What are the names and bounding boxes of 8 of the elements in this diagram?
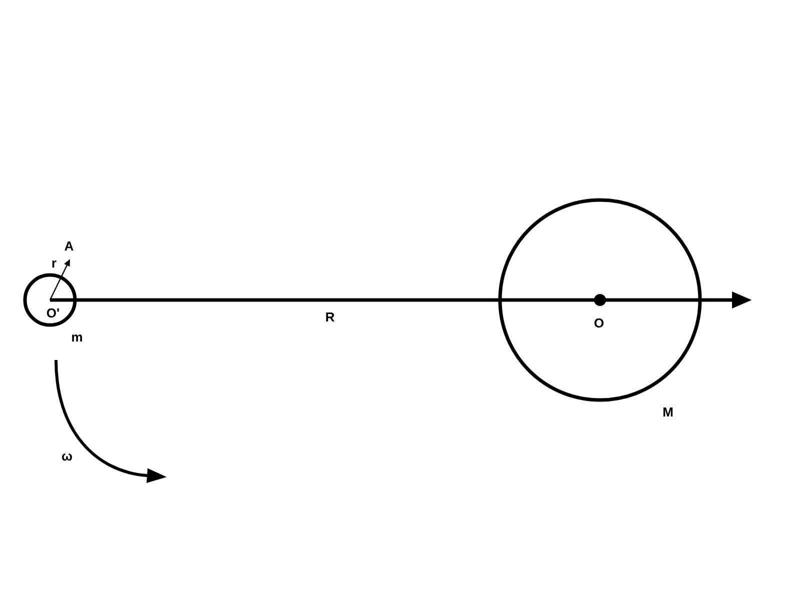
symbol-label: R xyxy=(326,312,334,322)
circle-outline xyxy=(23,273,77,327)
symbol-label: O' xyxy=(46,308,59,318)
circle-outline xyxy=(498,198,702,402)
symbol-label: A xyxy=(64,242,74,250)
symbol-label: ω xyxy=(62,453,72,461)
symbol-label: m xyxy=(72,334,82,342)
symbol-label: O xyxy=(594,318,604,328)
